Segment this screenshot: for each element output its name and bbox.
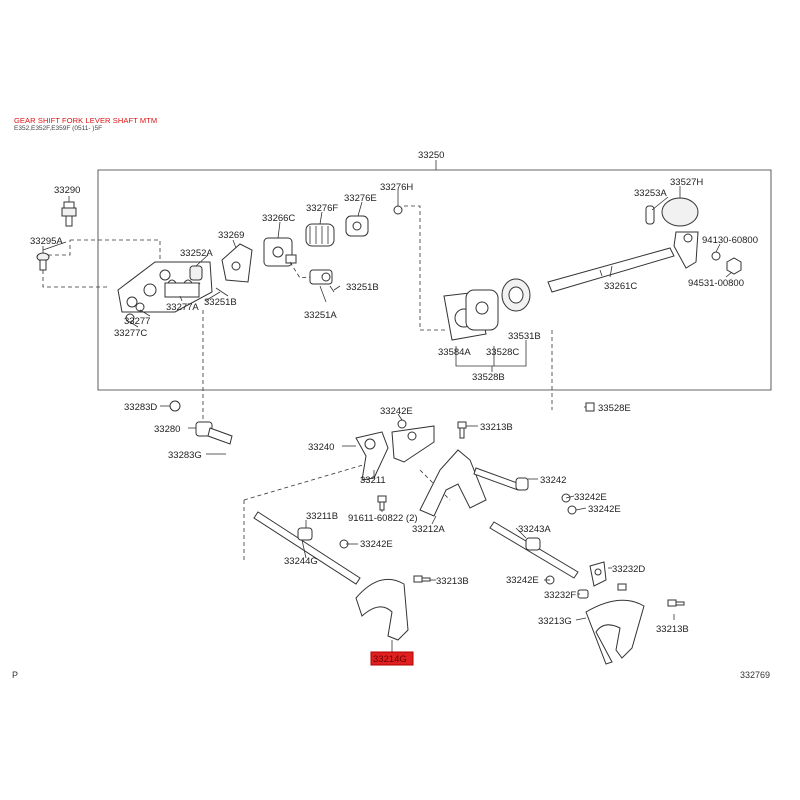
part-number-label[interactable]: 33251A [304,310,337,321]
shift-head-part[interactable] [589,561,607,587]
part-number-label[interactable]: 33528B [472,372,505,383]
part-number-label[interactable]: 33213B [436,576,469,587]
seat-part[interactable] [345,215,369,237]
shift-fork-part[interactable] [585,599,645,665]
part-number-label[interactable]: 94130-60800 [702,235,758,246]
part-number-label[interactable]: 33528C [486,347,519,358]
part-number-label[interactable]: 33584A [438,347,471,358]
shift-fork-shaft-part[interactable] [253,511,361,585]
part-number-label[interactable]: 33277 [124,316,150,327]
pin-part[interactable] [215,287,229,297]
clip-part[interactable] [169,400,181,412]
interlock-pin-part[interactable] [195,421,233,445]
part-number-label[interactable]: 33212A [412,524,445,535]
lever-housing-part[interactable] [263,237,297,267]
part-number-label[interactable]: 33269 [218,230,244,241]
part-number-label[interactable]: 33290 [54,185,80,196]
shift-inner-lever-part[interactable] [355,431,389,481]
part-number-label[interactable]: 33251B [346,282,379,293]
sensor-switch-part[interactable] [61,201,77,227]
screw-part[interactable] [413,575,431,583]
screw-part[interactable] [457,421,467,439]
part-number-label[interactable]: 33252A [180,248,213,259]
shift-fork-part[interactable] [355,578,409,641]
part-number-label[interactable]: 33242E [574,492,607,503]
retainer-part[interactable] [189,265,203,281]
part-number-label[interactable]: 33250 [418,150,444,161]
washer-part[interactable] [711,251,721,261]
shift-fork-part[interactable] [419,449,487,517]
part-number-label[interactable]: 33276H [380,182,413,193]
model-applicability: E352,E352F,E359F (0511- )5F [14,125,103,132]
part-number-label[interactable]: 33528E [598,403,631,414]
bolt-part[interactable] [377,495,387,511]
shift-inner-lever-part[interactable] [309,269,335,293]
shift-fork-shaft-part[interactable] [489,521,579,579]
plug-part[interactable] [36,252,50,271]
part-number-label[interactable]: 33232D [612,564,645,575]
shift-head-part[interactable] [391,425,435,463]
part-number-label[interactable]: 33251B [204,297,237,308]
part-number-label[interactable]: 94531-00800 [688,278,744,289]
part-number-label[interactable]: 33276E [344,193,377,204]
snap-ring-part[interactable] [397,419,407,429]
part-number-label[interactable]: 33213G [538,616,572,627]
part-number-label[interactable]: 33213B [656,624,689,635]
part-number-label[interactable]: 33240 [308,442,334,453]
part-number-label[interactable]: 33261C [604,281,637,292]
part-number-label[interactable]: 33211B [306,511,338,522]
spring-part[interactable] [305,223,335,247]
diagram-title: GEAR SHIFT FORK LEVER SHAFT MTM [14,116,158,125]
nut-part[interactable] [726,257,742,275]
bolt-part[interactable] [585,402,595,412]
part-number-label[interactable]: 33527H [670,177,703,188]
part-number-label[interactable]: 33232F [544,590,576,601]
part-number-label[interactable]: 33295A [30,236,63,247]
oil-seal-part[interactable] [501,278,531,312]
part-number-label[interactable]: 33277A [166,302,199,313]
drawing-number: 332769 [739,670,770,680]
part-number-label[interactable]: 33211 [360,475,386,486]
part-number-label[interactable]: 33242E [506,575,539,586]
part-number-label[interactable]: 33283G [168,450,202,461]
part-number-label[interactable]: 33213B [480,422,513,433]
screw-part[interactable] [667,599,685,607]
highlighted-part-number-label[interactable]: 33214G [373,654,407,665]
part-number-label[interactable]: 33277C [114,328,147,339]
part-number-label[interactable]: 33242E [588,504,621,515]
pin-part[interactable] [645,205,655,225]
part-number-label[interactable]: 33242 [540,475,566,486]
part-number-label[interactable]: 33242E [380,406,413,417]
assembly-bracket [97,169,772,391]
part-number-label[interactable]: 33266C [262,213,295,224]
spring-part[interactable] [164,279,201,298]
part-number-label[interactable]: 33242E [360,539,393,550]
shift-selector-housing-part[interactable] [465,289,499,331]
part-number-label[interactable]: 33531B [508,331,541,342]
shift-lever-head-part[interactable] [661,197,699,269]
clip-part[interactable] [393,205,403,215]
part-number-label[interactable]: 33244G [284,556,318,567]
part-number-label[interactable]: 33253A [634,188,667,199]
plate-part[interactable] [221,243,253,283]
bolt-part[interactable] [617,583,627,591]
page-marker: P [12,670,19,680]
shift-fork-shaft-part[interactable] [473,467,529,491]
part-number-label[interactable]: 33276F [306,203,338,214]
part-number-label[interactable]: 33280 [154,424,180,435]
ball-part[interactable] [135,302,145,312]
part-number-label[interactable]: 91611-60822 (2) [348,513,418,524]
highlight-box [370,651,414,666]
snap-ring-part[interactable] [567,505,577,515]
part-number-label[interactable]: 33243A [518,524,551,535]
part-number-label[interactable]: 33283D [124,402,157,413]
